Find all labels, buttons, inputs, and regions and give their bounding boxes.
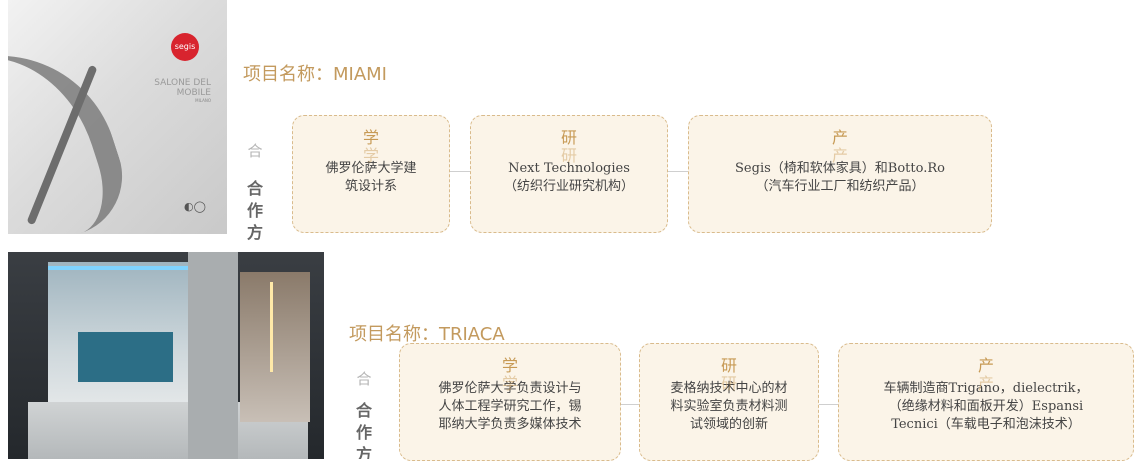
box-heading: 学 (501, 356, 518, 375)
poster-subline: MILANO (195, 98, 211, 103)
partners-char-2: 作 (355, 423, 372, 442)
poster-text: SALONE DEL MOBILE MILANO (151, 78, 211, 103)
triaca-interior-photo (8, 252, 324, 459)
box-line: 佛罗伦萨大学负责设计与 (438, 381, 582, 396)
box-text: 佛罗伦萨大学负责设计与 人体工程学研究工作，锡 耶纳大学负责多媒体技术 (400, 380, 620, 434)
project2-title: 项目名称：TRIACA (349, 324, 505, 345)
segis-badge: segis (171, 33, 199, 61)
box-heading: 产 (831, 128, 848, 147)
project2-side-label: 合 (356, 370, 372, 388)
interior-door (188, 252, 238, 459)
poster-headline: SALONE DEL MOBILE (154, 78, 211, 98)
box-line: Next Technologies (508, 161, 630, 176)
partners-char-1: 合 (246, 179, 263, 198)
box-line: （绝缘材料和面板开发）Espansi (888, 399, 1084, 414)
interior-light-strip (48, 266, 188, 270)
box-heading-shadow: 研 (560, 146, 577, 165)
box-heading-shadow: 产 (977, 374, 994, 393)
box-line: Segis（椅和软体家具）和Botto.Ro (735, 161, 945, 176)
partners-char-1: 合 (355, 401, 372, 420)
connector-line (668, 171, 688, 172)
box-line: （纺织行业研究机构） (503, 179, 634, 194)
partners-char-2: 作 (246, 201, 263, 220)
project1-industry-box: 产 产 Segis（椅和软体家具）和Botto.Ro （汽车行业工厂和纺织产品） (688, 115, 992, 233)
box-heading-shadow: 学 (501, 374, 518, 393)
project2-industry-box: 产 产 车辆制造商Trigano，dielectrik， （绝缘材料和面板开发）… (838, 343, 1134, 461)
box-line: 料实验室负责材料测 (670, 399, 788, 414)
connector-line (819, 404, 838, 405)
interior-lamp (270, 282, 273, 372)
project1-side-label: 合 (247, 142, 263, 160)
project2-research-box: 研 研 麦格纳技术中心的材 料实验室负责材料测 试领域的创新 (639, 343, 819, 461)
box-line: 耶纳大学负责多媒体技术 (438, 417, 582, 432)
box-text: Segis（椅和软体家具）和Botto.Ro （汽车行业工厂和纺织产品） (689, 160, 991, 196)
box-line: 筑设计系 (344, 179, 397, 194)
box-line: 试领域的创新 (689, 417, 768, 432)
project2-academia-box: 学 学 佛罗伦萨大学负责设计与 人体工程学研究工作，锡 耶纳大学负责多媒体技术 (399, 343, 621, 461)
box-text: Next Technologies （纺织行业研究机构） (471, 160, 667, 196)
box-heading-shadow: 研 (720, 374, 737, 393)
project1-research-box: 研 研 Next Technologies （纺织行业研究机构） (470, 115, 668, 233)
connector-line (450, 171, 470, 172)
interior-seat (78, 332, 173, 382)
box-heading-shadow: 产 (831, 146, 848, 165)
box-heading: 产 (977, 356, 994, 375)
box-text: 佛罗伦萨大学建 筑设计系 (293, 160, 449, 196)
box-line: 人体工程学研究工作，锡 (438, 399, 582, 414)
interior-bathroom (240, 272, 310, 422)
box-heading: 研 (560, 128, 577, 147)
box-line: Tecnici（车载电子和泡沫技术） (891, 417, 1081, 432)
project1-title: 项目名称：MIAMI (243, 64, 387, 85)
poster-logo: ◐◯ (184, 200, 206, 213)
box-line: 麦格纳技术中心的材 (670, 381, 788, 396)
box-line: 佛罗伦萨大学建 (325, 161, 417, 176)
box-text: 麦格纳技术中心的材 料实验室负责材料测 试领域的创新 (640, 380, 818, 434)
miami-chair-photo: segis SALONE DEL MOBILE MILANO ◐◯ (8, 0, 227, 234)
box-line: （汽车行业工厂和纺织产品） (755, 179, 925, 194)
project2-partners-label: 合 作 方 (352, 400, 376, 459)
box-heading: 学 (362, 128, 379, 147)
project1-partners-label: 合 作 方 (243, 178, 267, 244)
box-heading-shadow: 学 (362, 146, 379, 165)
connector-line (621, 404, 639, 405)
chair-shape (8, 24, 138, 234)
box-heading: 研 (720, 356, 737, 375)
box-line: 车辆制造商Trigano，dielectrik， (883, 381, 1089, 396)
partners-char-3: 方 (355, 445, 372, 459)
project1-academia-box: 学 学 佛罗伦萨大学建 筑设计系 (292, 115, 450, 233)
box-text: 车辆制造商Trigano，dielectrik， （绝缘材料和面板开发）Espa… (839, 380, 1133, 434)
partners-char-3: 方 (246, 223, 263, 242)
